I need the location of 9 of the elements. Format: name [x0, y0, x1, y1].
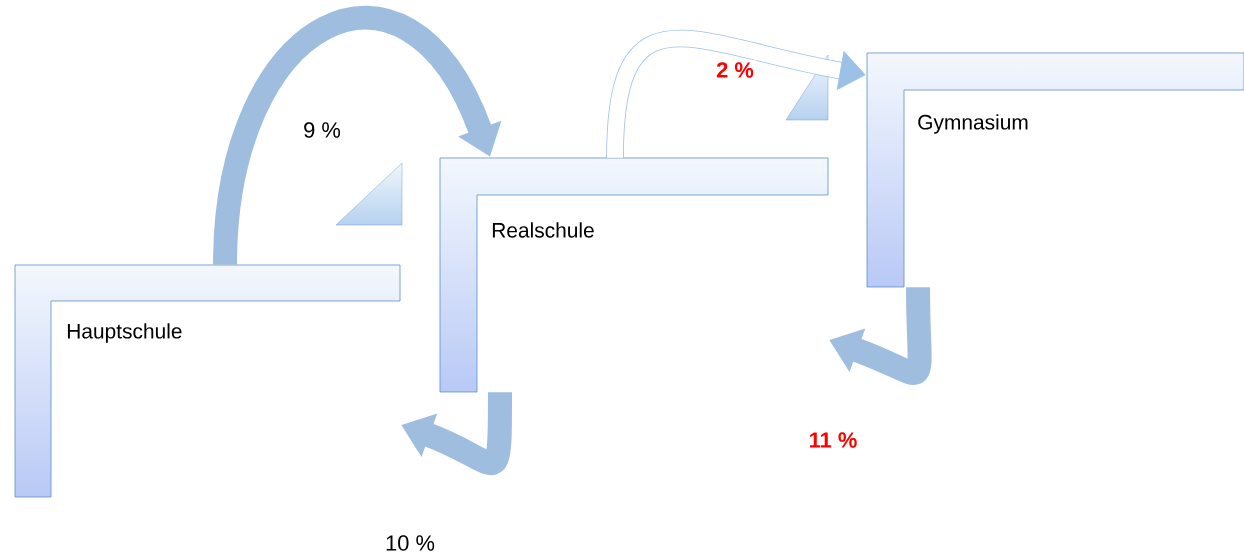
curved-arrow: [213, 6, 502, 266]
edge-label: 11 %: [810, 432, 857, 448]
corner-band: Gymnasium: [866, 52, 1244, 288]
edge-label: 2 %: [716, 62, 754, 78]
corner-band: Hauptschule: [14, 264, 401, 498]
edge-label: 9 %: [304, 122, 341, 138]
corner-band: Realschule: [439, 157, 829, 393]
edge-label: 10 %: [386, 535, 435, 551]
curved-arrow: [606, 29, 866, 159]
